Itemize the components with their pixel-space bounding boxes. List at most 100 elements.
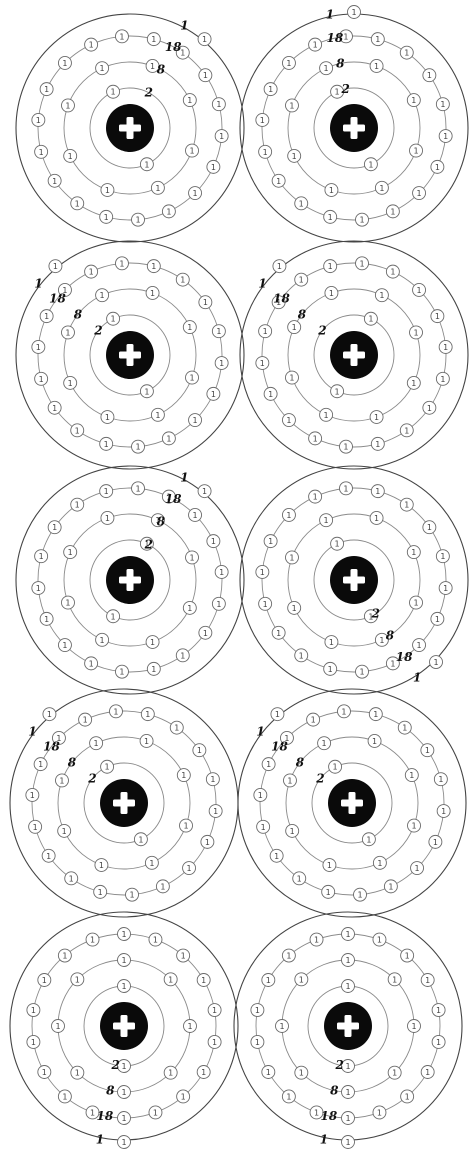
electron: 1 — [323, 859, 336, 872]
electron: 1 — [413, 639, 426, 652]
svg-text:1: 1 — [326, 888, 331, 897]
electron: 1 — [356, 257, 369, 270]
svg-text:1: 1 — [30, 791, 35, 800]
electron: 1 — [264, 83, 277, 96]
electron: 1 — [61, 99, 74, 112]
svg-text:1: 1 — [341, 707, 346, 716]
svg-text:1: 1 — [436, 1006, 441, 1015]
svg-text:1: 1 — [202, 35, 207, 44]
svg-text:1: 1 — [443, 132, 448, 141]
svg-text:1: 1 — [392, 975, 397, 984]
electron: 1 — [276, 1020, 289, 1033]
svg-text:1: 1 — [276, 629, 281, 638]
electron: 1 — [199, 626, 212, 639]
electron: 1 — [254, 788, 267, 801]
electron: 1 — [64, 546, 77, 559]
electron: 1 — [288, 321, 301, 334]
shell-count-label: 8 — [106, 1084, 115, 1098]
electron: 1 — [309, 38, 322, 51]
electron: 1 — [34, 758, 47, 771]
svg-text:1: 1 — [286, 59, 291, 68]
electron: 1 — [272, 174, 285, 187]
svg-text:1: 1 — [268, 537, 273, 546]
electron: 1 — [410, 326, 423, 339]
svg-text:1: 1 — [187, 96, 192, 105]
svg-text:1: 1 — [105, 186, 110, 195]
svg-text:1: 1 — [187, 1022, 192, 1031]
svg-text:1: 1 — [405, 952, 410, 961]
svg-text:1: 1 — [415, 864, 420, 873]
electron: 1 — [369, 708, 382, 721]
electron: 1 — [189, 508, 202, 521]
electron: 1 — [421, 974, 434, 987]
svg-text:1: 1 — [52, 177, 57, 186]
electron: 1 — [356, 213, 369, 226]
svg-text:1: 1 — [263, 600, 268, 609]
svg-text:1: 1 — [324, 411, 329, 420]
svg-text:1: 1 — [31, 1038, 36, 1047]
shell-count-label: 1 — [28, 725, 36, 739]
electron: 1 — [207, 387, 220, 400]
electron: 1 — [197, 974, 210, 987]
electron: 1 — [156, 880, 169, 893]
electron: 1 — [256, 357, 269, 370]
svg-text:1: 1 — [299, 276, 304, 285]
svg-text:1: 1 — [440, 552, 445, 561]
electron: 1 — [262, 758, 275, 771]
svg-text:1: 1 — [402, 724, 407, 733]
electron: 1 — [432, 1035, 445, 1048]
electron: 1 — [373, 856, 386, 869]
electron: 1 — [215, 565, 228, 578]
electron: 1 — [199, 296, 212, 309]
svg-text:1: 1 — [313, 434, 318, 443]
electron: 1 — [371, 485, 384, 498]
electron: 1 — [432, 1004, 445, 1017]
svg-text:1: 1 — [327, 861, 332, 870]
electron: 1 — [401, 949, 414, 962]
electron: 1 — [324, 210, 337, 223]
svg-text:1: 1 — [286, 1092, 291, 1101]
svg-text:1: 1 — [193, 416, 198, 425]
shell-count-label: 18 — [165, 492, 182, 506]
electron: 1 — [324, 662, 337, 675]
svg-text:1: 1 — [155, 184, 160, 193]
svg-text:1: 1 — [68, 548, 73, 557]
electron: 1 — [429, 835, 442, 848]
svg-text:1: 1 — [100, 636, 105, 645]
svg-text:1: 1 — [379, 291, 384, 300]
svg-text:1: 1 — [89, 41, 94, 50]
svg-text:1: 1 — [135, 216, 140, 225]
svg-text:1: 1 — [210, 775, 215, 784]
svg-text:1: 1 — [151, 35, 156, 44]
svg-text:1: 1 — [36, 343, 41, 352]
electron: 1 — [398, 721, 411, 734]
shell-count-label: 1 — [34, 277, 42, 291]
electron: 1 — [339, 440, 352, 453]
svg-text:1: 1 — [219, 359, 224, 368]
svg-text:1: 1 — [42, 1068, 47, 1077]
electron: 1 — [318, 737, 331, 750]
electron: 1 — [322, 885, 335, 898]
svg-text:1: 1 — [314, 936, 319, 945]
svg-text:1: 1 — [111, 315, 116, 324]
svg-text:1: 1 — [411, 379, 416, 388]
electron: 1 — [101, 184, 114, 197]
svg-text:1: 1 — [359, 668, 364, 677]
svg-text:1: 1 — [183, 822, 188, 831]
svg-text:1: 1 — [144, 387, 149, 396]
svg-text:1: 1 — [311, 716, 316, 725]
electron: 1 — [370, 59, 383, 72]
svg-text:1: 1 — [121, 956, 126, 965]
electron: 1 — [348, 6, 361, 19]
svg-text:1: 1 — [268, 390, 273, 399]
svg-text:1: 1 — [388, 882, 393, 891]
svg-text:1: 1 — [443, 584, 448, 593]
electron: 1 — [71, 197, 84, 210]
svg-text:1: 1 — [435, 615, 440, 624]
svg-text:1: 1 — [201, 1068, 206, 1077]
svg-text:1: 1 — [193, 511, 198, 520]
svg-text:1: 1 — [55, 1022, 60, 1031]
electron: 1 — [71, 1066, 84, 1079]
electron: 1 — [38, 1066, 51, 1079]
